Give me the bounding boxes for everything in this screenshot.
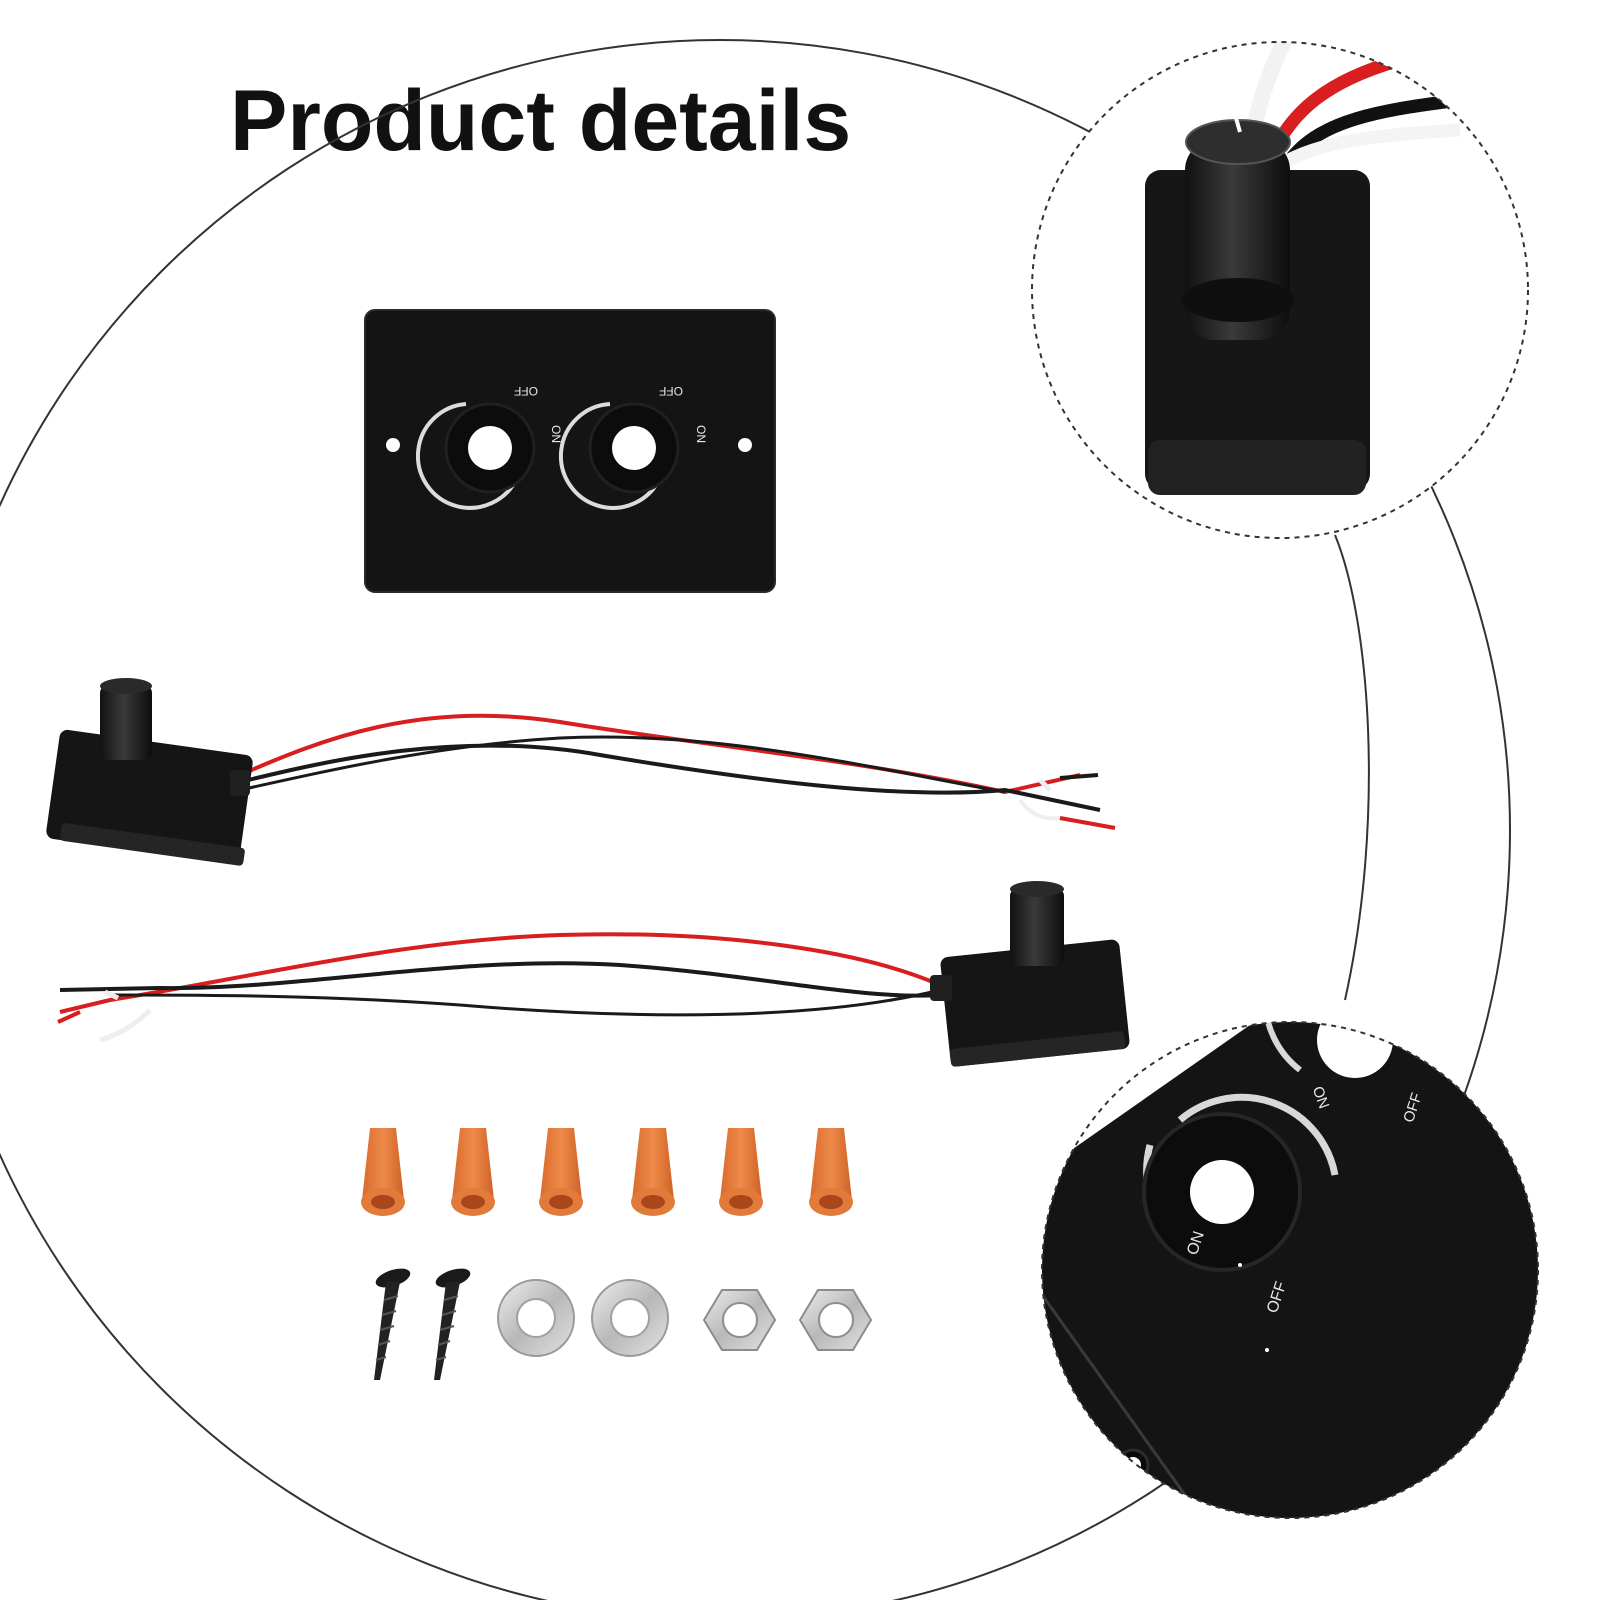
wire-nut-row bbox=[361, 1128, 853, 1216]
zoom-plate-detail: ON OFF ON OFF bbox=[1041, 1021, 1539, 1519]
plate-screw-hole-right bbox=[738, 438, 752, 452]
zoom-on-label-lower: ON bbox=[1184, 1229, 1208, 1257]
wire-nut bbox=[451, 1128, 495, 1216]
zoom-connector-line bbox=[1334, 534, 1370, 1001]
wire-nut bbox=[539, 1128, 583, 1216]
plate-knob-left-on-label: ON bbox=[549, 425, 563, 443]
dimmer-switch-lower bbox=[57, 881, 1130, 1067]
screw-left bbox=[374, 1268, 411, 1380]
dimmer-switch-upper bbox=[46, 678, 1116, 866]
plate-knob-left bbox=[415, 402, 536, 510]
plate-knob-left-off-label: OFF bbox=[514, 384, 538, 398]
washer bbox=[497, 1279, 575, 1357]
zoom-on-label-upper: ON bbox=[1309, 1084, 1333, 1111]
screw-right bbox=[434, 1268, 471, 1380]
hex-nut bbox=[702, 1289, 777, 1351]
background-circle bbox=[0, 39, 1511, 1600]
wire-nut bbox=[361, 1128, 405, 1216]
zoom-knob-detail bbox=[1031, 41, 1529, 539]
wire-nut bbox=[719, 1128, 763, 1216]
washer bbox=[591, 1279, 669, 1357]
page-title: Product details bbox=[230, 73, 852, 169]
plate-screw-hole-left bbox=[386, 438, 400, 452]
plate-knob-right bbox=[558, 402, 680, 510]
mounting-plate: OFF ON OFF ON bbox=[364, 309, 776, 593]
wire-nut bbox=[809, 1128, 853, 1216]
plate-knob-right-on-label: ON bbox=[694, 425, 708, 443]
plate-knob-right-off-label: OFF bbox=[659, 384, 683, 398]
wire-nut bbox=[631, 1128, 675, 1216]
hex-nut bbox=[798, 1289, 873, 1351]
